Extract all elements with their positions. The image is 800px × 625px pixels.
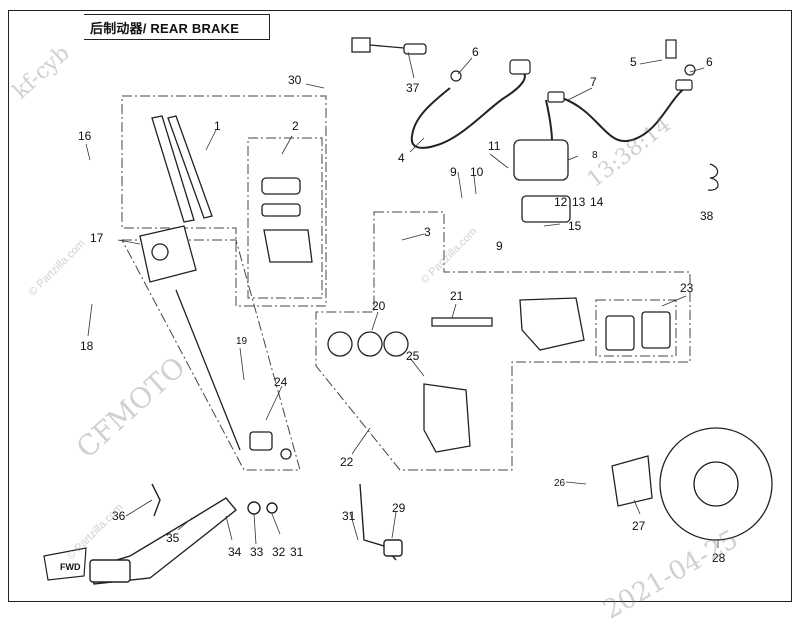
diagram-title: 后制动器/ REAR BRAKE [90,21,240,36]
fittings [450,39,696,103]
reservoir-cap [261,177,301,195]
pushrod-group-outline [121,239,301,471]
callout-37: 37 [406,81,420,95]
brake-switch [403,43,427,55]
callout-27: 27 [632,519,646,533]
disc-adapter [611,455,653,507]
callout-4: 4 [398,151,405,165]
callout-7: 7 [590,75,597,89]
push-rod [175,289,241,451]
pin [431,317,493,327]
callout-6b: 6 [706,55,713,69]
pipe-clamp [509,59,531,75]
callout-10: 10 [470,165,484,179]
callout-31a: 31 [342,509,356,523]
piston-seal [357,331,383,357]
banjo-washer [684,64,696,76]
callout-3: 3 [424,225,431,239]
brake-pad [641,311,671,349]
caliper-body [513,139,569,181]
brake-pipe [410,69,526,149]
hose-fitting [547,91,565,103]
exploded-parts-diagram: FWD 1 2 3 4 5 6 6 7 8 9 9 10 11 12 13 14… [43,37,773,585]
disc-hub [693,461,739,507]
callout-31b: 31 [290,545,304,559]
reservoir-hose [151,115,195,223]
callout-36: 36 [112,509,126,523]
fwd-arrow: FWD [43,547,87,581]
brake-lines [410,69,689,149]
callout-9b: 9 [496,239,503,253]
brake-pedal-parts [89,483,403,585]
leader-lines [85,51,719,548]
brake-hose [561,85,689,143]
callout-38: 38 [700,209,714,223]
brake-disc-parts [611,427,773,541]
clevis [249,431,273,451]
group-outlines [121,95,691,471]
return-spring [151,483,161,517]
callout-23: 23 [680,281,694,295]
callout-25: 25 [406,349,420,363]
callout-28: 28 [712,551,726,565]
washer [280,448,292,460]
piston-seal [327,331,353,357]
fwd-label: FWD [60,562,81,572]
callout-22: 22 [340,455,354,469]
master-cylinder-group-outline [121,95,327,307]
callout-26: 26 [554,478,566,489]
callout-1: 1 [214,119,221,133]
connector [351,37,371,53]
callout-20: 20 [372,299,386,313]
callout-numbers: 1 2 3 4 5 6 6 7 8 9 9 10 11 12 13 14 15 … [78,45,726,565]
callout-19: 19 [236,336,248,347]
callout-18: 18 [80,339,94,353]
callout-24: 24 [274,375,288,389]
diaphragm [261,203,301,217]
washer [247,501,261,515]
caliper-parts [327,139,671,453]
caliper-assembly [519,297,585,351]
callout-17: 17 [90,231,104,245]
callout-11: 11 [488,139,501,153]
caliper-mount [423,383,471,453]
piston-seal [383,331,409,357]
callout-34: 34 [228,545,242,559]
hose-to-caliper [545,99,553,143]
callout-16: 16 [78,129,92,143]
master-cylinder-parts [139,115,313,460]
title-box [84,14,270,40]
callout-33: 33 [250,545,264,559]
callout-13: 13 [572,195,586,209]
callout-32: 32 [272,545,286,559]
caliper-group-outline [315,211,691,471]
mc-port [151,243,169,261]
washer [266,502,278,514]
callout-2: 2 [292,119,299,133]
callout-15: 15 [568,219,582,233]
callout-12: 12 [554,195,568,209]
pedal-tread [89,559,131,583]
callout-6a: 6 [472,45,479,59]
reservoir-body [263,229,313,263]
reservoir-group-outline [247,137,323,299]
callout-14: 14 [590,195,604,209]
diagram-frame [8,10,792,602]
callout-8: 8 [592,150,598,161]
brake-pad [605,315,635,351]
hose-end-fitting [675,79,693,91]
callout-21: 21 [450,289,464,303]
banjo-bolt [665,39,677,59]
pad-group-outline [595,299,677,357]
callout-30: 30 [288,73,302,87]
caliper-bracket [521,195,571,223]
callout-35: 35 [166,531,180,545]
callout-9a: 9 [450,165,457,179]
brake-switch-cable [351,37,427,55]
callout-29: 29 [392,501,406,515]
spring-symbol-38 [707,163,719,191]
callout-5: 5 [630,55,637,69]
reservoir-hose [167,115,213,219]
switch-sensor [383,539,403,557]
